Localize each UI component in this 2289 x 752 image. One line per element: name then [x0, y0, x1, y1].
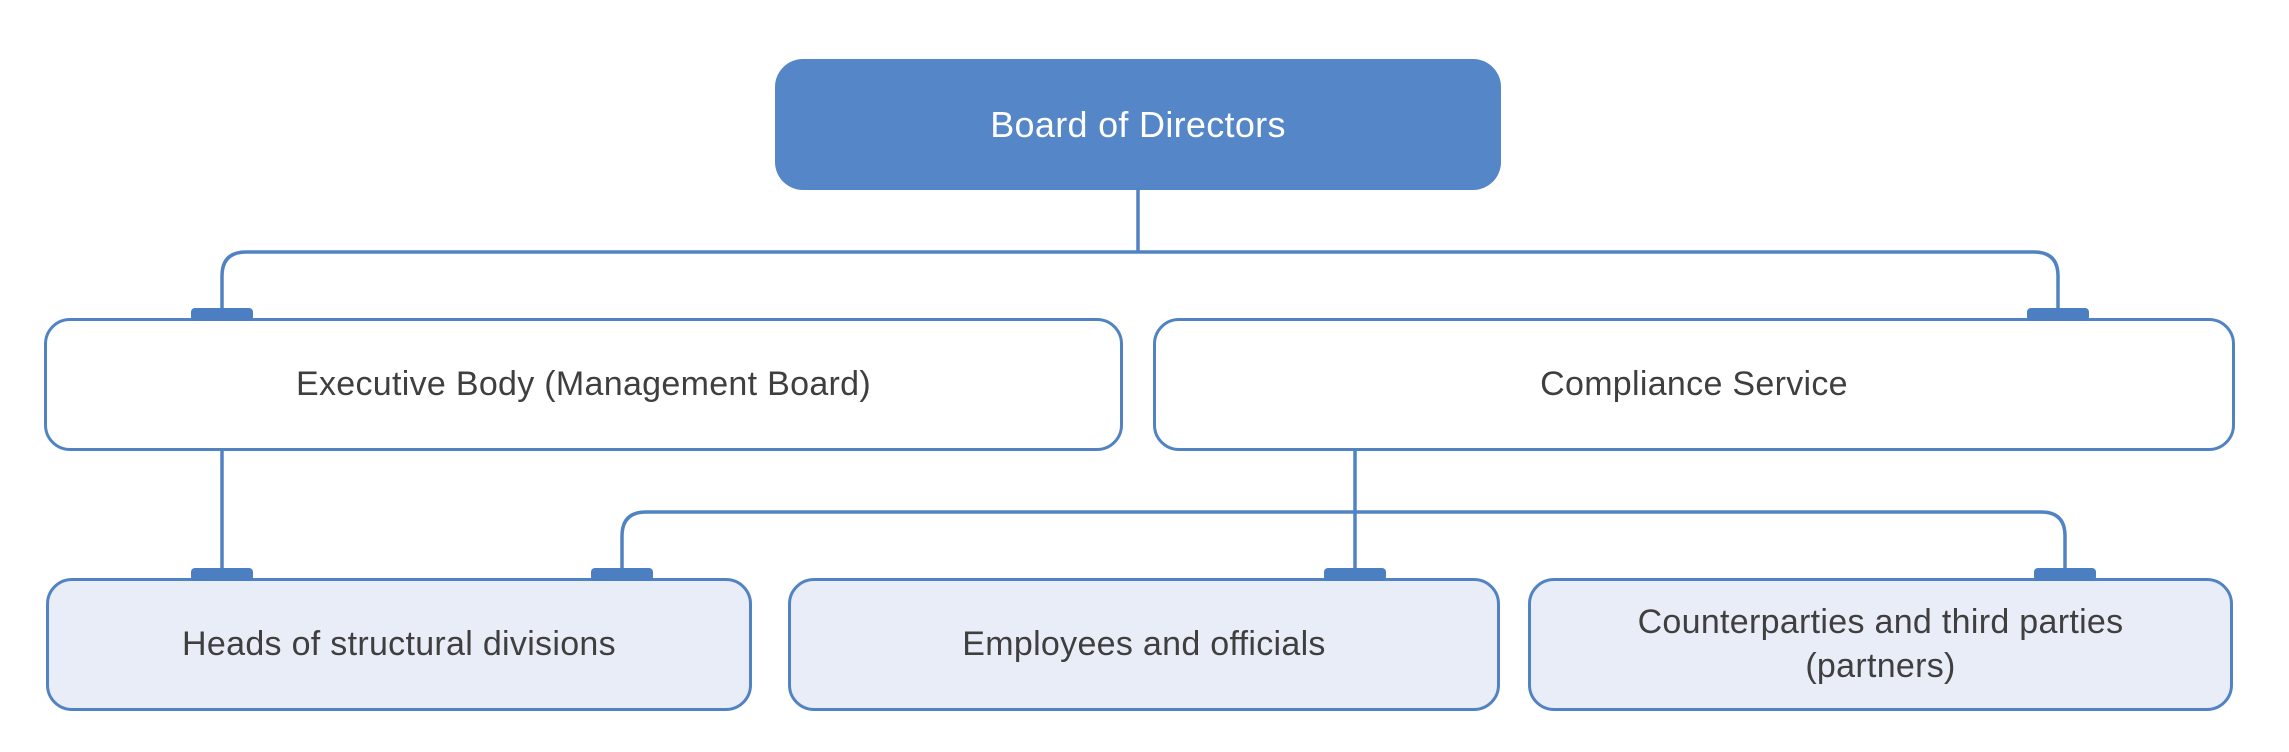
connector-board-to-level2-rail [220, 250, 2060, 312]
node-compliance-service: Compliance Service [1153, 318, 2235, 451]
node-board-of-directors: Board of Directors [775, 59, 1501, 190]
connector-compliance-to-level3-rail [620, 510, 2067, 572]
node-employees-label: Employees and officials [962, 624, 1326, 663]
node-board-label: Board of Directors [990, 103, 1286, 145]
node-counterparties-label: Counterparties and third parties (partne… [1637, 603, 2124, 685]
node-heads-of-divisions: Heads of structural divisions [46, 578, 752, 711]
node-executive-body: Executive Body (Management Board) [44, 318, 1123, 451]
node-counterparties-partners: Counterparties and third parties (partne… [1528, 578, 2233, 711]
node-compliance-label: Compliance Service [1540, 364, 1848, 403]
node-heads-label: Heads of structural divisions [182, 624, 616, 663]
node-employees-officials: Employees and officials [788, 578, 1500, 711]
node-executive-label: Executive Body (Management Board) [296, 364, 871, 403]
